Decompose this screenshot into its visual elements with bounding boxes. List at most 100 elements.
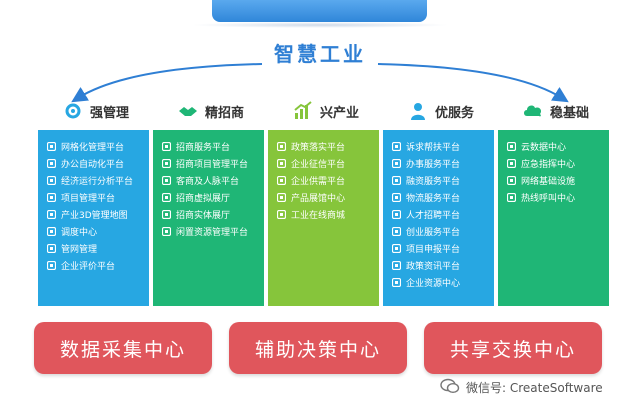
list-item-label: 企业供需平台 (291, 177, 346, 187)
shared-exchange-center: 共享交换中心 (424, 322, 602, 374)
list-item-label: 企业评价平台 (61, 262, 116, 272)
list-item-label: 热线呼叫中心 (521, 194, 576, 204)
list-bullet-icon (506, 193, 516, 203)
list-bullet-icon (391, 261, 401, 271)
data-collection-center: 数据采集中心 (34, 322, 212, 374)
column-header-foundation: 稳基础 (522, 98, 589, 124)
list-item-label: 招商实体展厅 (176, 211, 231, 221)
person-icon (407, 100, 429, 122)
list-item: 诉求帮扶平台 (391, 138, 494, 155)
list-bullet-icon (161, 176, 171, 186)
list-item: 热线呼叫中心 (506, 189, 609, 206)
list-item-label: 政策资讯平台 (406, 262, 461, 272)
column-header-industry: 兴产业 (292, 98, 359, 124)
panel-foundation: 云数据中心应急指挥中心网络基础设施热线呼叫中心 (498, 130, 609, 306)
list-bullet-icon (391, 244, 401, 254)
list-item-label: 融资服务平台 (406, 177, 461, 187)
list-item: 工业在线商城 (276, 206, 379, 223)
list-bullet-icon (391, 227, 401, 237)
list-item: 融资服务平台 (391, 172, 494, 189)
right-arc-arrow (377, 63, 569, 103)
list-item-label: 诉求帮扶平台 (406, 143, 461, 153)
list-bullet-icon (391, 176, 401, 186)
list-item-label: 应急指挥中心 (521, 160, 576, 170)
list-item-label: 网络基础设施 (521, 177, 576, 187)
list-bullet-icon (161, 193, 171, 203)
list-bullet-icon (276, 176, 286, 186)
list-item: 企业评价平台 (46, 257, 149, 274)
list-item: 调度中心 (46, 223, 149, 240)
list-item: 产品展馆中心 (276, 189, 379, 206)
list-item-label: 调度中心 (61, 228, 98, 238)
list-item: 招商实体展厅 (161, 206, 264, 223)
list-item-label: 产业3D管理地图 (61, 211, 128, 221)
bar-chart-icon (292, 100, 314, 122)
list-item-label: 企业资源中心 (406, 279, 461, 289)
column-header-strong-management: 强管理 (62, 98, 129, 124)
list-item: 云数据中心 (506, 138, 609, 155)
list-item-label: 云数据中心 (521, 143, 567, 153)
list-item-label: 产品展馆中心 (291, 194, 346, 204)
list-bullet-icon (276, 142, 286, 152)
list-bullet-icon (276, 210, 286, 220)
panel-service: 诉求帮扶平台办事服务平台融资服务平台物流服务平台人才招聘平台创业服务平台项目申报… (383, 130, 494, 306)
list-item: 人才招聘平台 (391, 206, 494, 223)
column-header-label: 优服务 (435, 105, 475, 121)
watermark-text: 微信号: CreateSoftware (466, 380, 603, 395)
list-item-label: 项目申报平台 (406, 245, 461, 255)
list-item-label: 创业服务平台 (406, 228, 461, 238)
list-item-label: 人才招聘平台 (406, 211, 461, 221)
column-header-investment: 精招商 (177, 98, 244, 124)
list-item: 网格化管理平台 (46, 138, 149, 155)
list-bullet-icon (46, 193, 56, 203)
list-item-label: 办事服务平台 (406, 160, 461, 170)
left-arc-arrow (71, 63, 263, 103)
list-item: 招商项目管理平台 (161, 155, 264, 172)
column-header-label: 兴产业 (320, 105, 360, 121)
list-item-label: 企业征信平台 (291, 160, 346, 170)
list-item: 经济运行分析平台 (46, 172, 149, 189)
list-item: 管网管理 (46, 240, 149, 257)
list-item-label: 网格化管理平台 (61, 143, 125, 153)
list-item: 应急指挥中心 (506, 155, 609, 172)
list-bullet-icon (46, 159, 56, 169)
list-bullet-icon (161, 142, 171, 152)
panel-strong-management: 网格化管理平台办公自动化平台经济运行分析平台项目管理平台产业3D管理地图调度中心… (38, 130, 149, 306)
panel-industry: 政策落实平台企业征信平台企业供需平台产品展馆中心工业在线商城 (268, 130, 379, 306)
list-item: 企业征信平台 (276, 155, 379, 172)
list-item: 网络基础设施 (506, 172, 609, 189)
list-item-label: 招商项目管理平台 (176, 160, 249, 170)
list-bullet-icon (391, 159, 401, 169)
list-bullet-icon (506, 159, 516, 169)
watermark: 微信号: CreateSoftware (440, 375, 603, 399)
list-bullet-icon (506, 176, 516, 186)
list-bullet-icon (46, 261, 56, 271)
list-item-label: 物流服务平台 (406, 194, 461, 204)
list-bullet-icon (276, 193, 286, 203)
list-bullet-icon (161, 210, 171, 220)
list-bullet-icon (46, 227, 56, 237)
list-item-label: 办公自动化平台 (61, 160, 125, 170)
list-item-label: 项目管理平台 (61, 194, 116, 204)
list-item: 办事服务平台 (391, 155, 494, 172)
panel-investment: 招商服务平台招商项目管理平台客商及人脉平台招商虚拟展厅招商实体展厅闲置资源管理平… (153, 130, 264, 306)
list-bullet-icon (391, 210, 401, 220)
list-item: 政策落实平台 (276, 138, 379, 155)
list-item-label: 招商虚拟展厅 (176, 194, 231, 204)
list-bullet-icon (506, 142, 516, 152)
list-bullet-icon (46, 142, 56, 152)
column-header-label: 稳基础 (550, 105, 590, 121)
list-item: 项目管理平台 (46, 189, 149, 206)
list-item-label: 工业在线商城 (291, 211, 346, 221)
handshake-icon (177, 100, 199, 122)
column-header-label: 强管理 (90, 105, 130, 121)
gear-icon (62, 100, 84, 122)
list-item: 招商服务平台 (161, 138, 264, 155)
list-item-label: 客商及人脉平台 (176, 177, 240, 187)
list-bullet-icon (391, 278, 401, 288)
list-item: 创业服务平台 (391, 223, 494, 240)
list-bullet-icon (391, 142, 401, 152)
list-item: 物流服务平台 (391, 189, 494, 206)
list-bullet-icon (46, 210, 56, 220)
